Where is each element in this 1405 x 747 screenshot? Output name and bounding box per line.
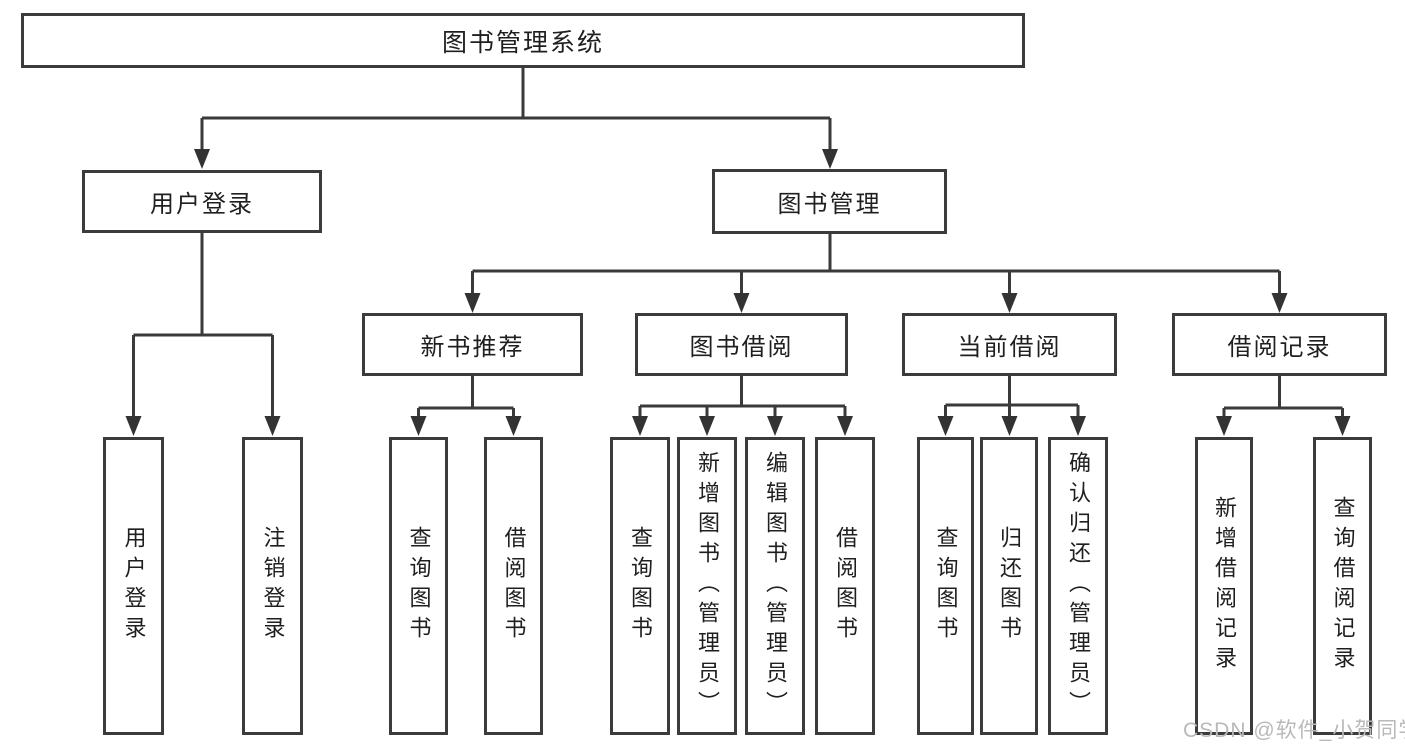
leaf-return-books: 归还图书 [980,437,1038,735]
node-new-book-recommendation-label: 新书推荐 [420,334,525,361]
node-user-login: 用户登录 [82,170,322,233]
node-library-management-system: 图书管理系统 [21,13,1025,68]
leaf-logout: 注销登录 [242,437,303,735]
node-borrowing-records: 借阅记录 [1172,313,1387,376]
leaf-add-borrow-record: 新增借阅记录 [1195,437,1253,735]
leaf-borrow-books-1: 借阅图书 [484,437,543,735]
leaf-logout-label: 注销登录 [260,526,286,646]
leaf-edit-books-admin: 编辑图书（管理员） [745,437,805,735]
leaf-confirm-return-admin-label: 确认归还（管理员） [1066,451,1091,721]
leaf-query-books-1-label: 查询图书 [406,526,432,646]
leaf-edit-books-admin-label: 编辑图书（管理员） [763,451,788,721]
node-new-book-recommendation: 新书推荐 [362,313,583,376]
leaf-user-login-label: 用户登录 [121,526,147,646]
node-book-borrowing-label: 图书借阅 [689,334,794,361]
leaf-query-books-2: 查询图书 [610,437,670,735]
leaf-query-books-1: 查询图书 [389,437,448,735]
node-library-management-system-label: 图书管理系统 [441,28,604,57]
leaf-query-books-3: 查询图书 [917,437,974,735]
node-book-borrowing: 图书借阅 [635,313,848,376]
leaf-borrow-books-1-label: 借阅图书 [501,526,527,646]
leaf-return-books-label: 归还图书 [997,526,1022,646]
node-current-borrowing: 当前借阅 [902,313,1117,376]
leaf-add-borrow-record-label: 新增借阅记录 [1212,496,1237,676]
leaf-add-books-admin: 新增图书（管理员） [677,437,737,735]
leaf-query-borrow-record-label: 查询借阅记录 [1330,496,1356,676]
leaf-add-books-admin-label: 新增图书（管理员） [695,451,720,721]
node-borrowing-records-label: 借阅记录 [1227,334,1332,361]
leaf-borrow-books-2: 借阅图书 [815,437,875,735]
csdn-watermark: CSDN @软件_小贺同学 [1183,719,1405,742]
node-user-login-label: 用户登录 [150,191,254,218]
leaf-query-books-2-label: 查询图书 [628,526,653,646]
node-book-management: 图书管理 [712,169,947,234]
leaf-query-borrow-record: 查询借阅记录 [1313,437,1372,735]
leaf-confirm-return-admin: 确认归还（管理员） [1048,437,1108,735]
node-current-borrowing-label: 当前借阅 [957,334,1062,361]
leaf-query-books-3-label: 查询图书 [933,526,959,646]
leaf-borrow-books-2-label: 借阅图书 [833,526,858,646]
leaf-user-login: 用户登录 [103,437,164,735]
node-book-management-label: 图书管理 [777,191,882,218]
